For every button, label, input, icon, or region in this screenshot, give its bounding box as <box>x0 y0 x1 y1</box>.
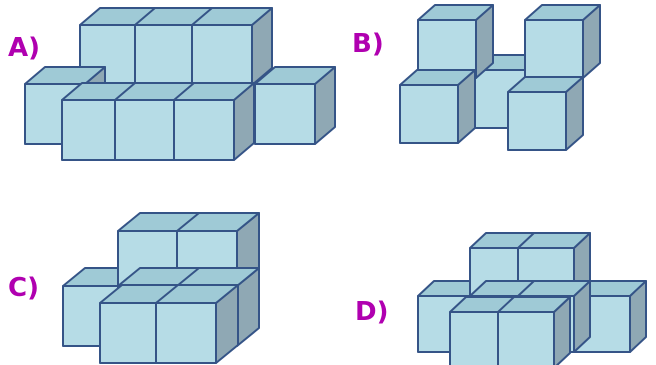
option-d-label: D) <box>355 297 388 327</box>
cube-front-face <box>99 302 161 364</box>
cube-front-face <box>173 99 235 161</box>
cube-front-face <box>191 24 253 86</box>
option-b-figure[interactable]: B) <box>352 4 601 151</box>
cube <box>524 4 601 79</box>
cube <box>173 82 255 161</box>
option-a-figure[interactable]: A) <box>8 7 336 161</box>
cube-front-face <box>155 302 217 364</box>
cube-front-face <box>254 83 316 145</box>
cube-front-face <box>134 24 196 86</box>
option-b-label: B) <box>352 29 384 59</box>
option-c-figure[interactable]: C) <box>8 212 260 364</box>
cube-front-face <box>507 91 567 151</box>
cube-front-face <box>399 84 459 144</box>
cube-front-face <box>114 99 176 161</box>
option-c-label: C) <box>8 273 39 303</box>
cube <box>191 7 273 86</box>
option-d-figure[interactable]: D) <box>355 232 647 365</box>
cube-front-face <box>524 19 584 79</box>
cube-front-face <box>497 311 555 365</box>
cube <box>155 284 239 364</box>
cube-front-face <box>61 99 123 161</box>
cube <box>507 76 584 151</box>
cube <box>497 296 571 365</box>
option-a-label: A) <box>8 33 40 63</box>
cube <box>254 66 336 145</box>
cube <box>399 69 476 144</box>
cube-front-face <box>449 311 507 365</box>
cube <box>417 4 494 79</box>
